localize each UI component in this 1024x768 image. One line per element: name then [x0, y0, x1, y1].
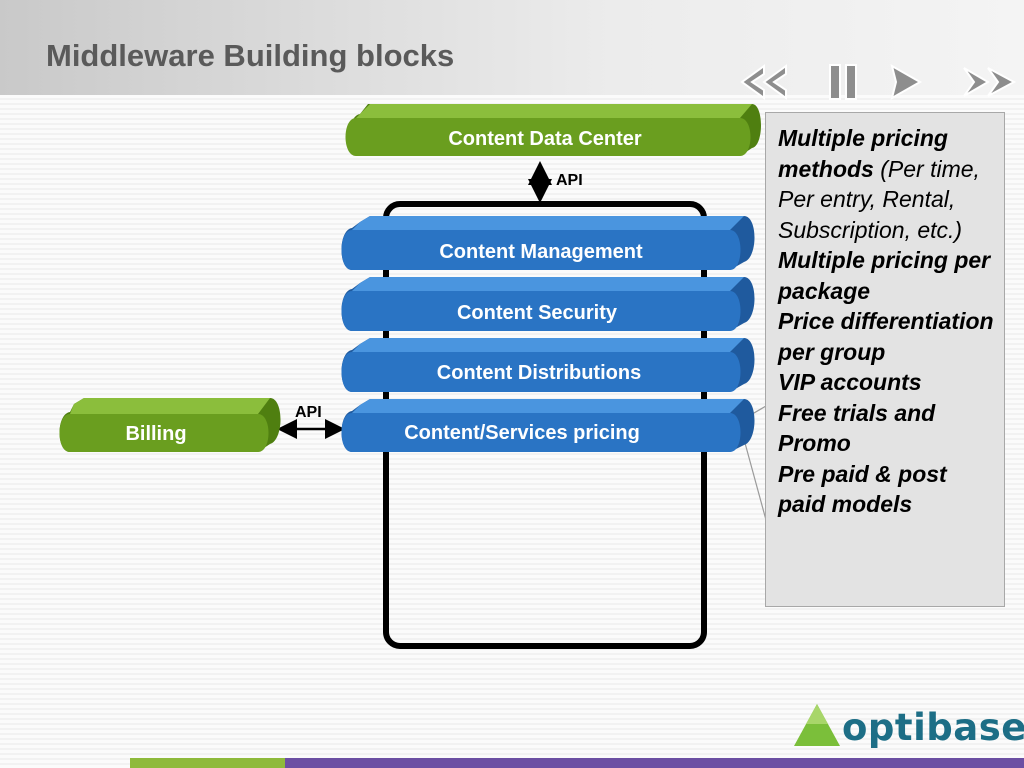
note-bold: VIP accounts: [778, 369, 922, 395]
content-services-pricing-label: Content/Services pricing: [404, 422, 640, 444]
block-content-management: [341, 216, 755, 270]
callout-line-bottom: [741, 431, 767, 521]
fast-forward-icon[interactable]: [960, 62, 1018, 102]
page-title: Middleware Building blocks: [46, 38, 455, 73]
block-content-security: [341, 277, 755, 331]
note-item: Free trials and Promo: [778, 398, 1000, 459]
note-bold: Pre paid & post paid models: [778, 460, 947, 518]
logo-triangle-icon: [794, 704, 840, 746]
play-icon[interactable]: [886, 62, 926, 102]
api-label-side: API: [295, 404, 322, 421]
note-bold: Multiple pricing methods: [778, 125, 948, 182]
block-billing: [59, 398, 281, 452]
note-bold: Free trials and Promo: [778, 399, 936, 457]
content-distributions-label: Content Distributions: [436, 362, 642, 384]
note-item: Pre paid & post paid models: [778, 459, 1000, 520]
block-content-data-center: [345, 104, 761, 156]
content-management-label: Content Management: [439, 241, 643, 263]
footer-band-green: [130, 758, 285, 768]
note-bold: Price differentiation per group: [778, 308, 994, 365]
note-item: Price differentiation per group: [778, 306, 1000, 367]
footer-band-purple: [285, 758, 1024, 768]
note-bold: Multiple pricing per package: [778, 247, 991, 304]
pricing-notes-box: Multiple pricing methods (Per time, Per …: [765, 112, 1005, 607]
content-security-label: Content Security: [456, 302, 618, 324]
api-label-top: API: [556, 172, 583, 189]
content-data-center-label: Content Data Center: [448, 128, 642, 150]
logo-text: optibase: [842, 706, 1024, 749]
note-item: Multiple pricing per package: [778, 245, 1000, 306]
note-item: VIP accounts: [778, 367, 1000, 398]
note-item: Multiple pricing methods (Per time, Per …: [778, 123, 1000, 245]
rewind-icon[interactable]: [738, 62, 790, 102]
block-content-distributions: [341, 338, 755, 392]
pause-icon[interactable]: [826, 62, 862, 102]
billing-label: Billing: [125, 423, 187, 445]
optibase-logo: optibase: [790, 700, 1024, 752]
block-content-services-pricing: [341, 399, 755, 452]
note-rest: (Per time, Per entry, Rental, Subscripti…: [778, 155, 980, 243]
